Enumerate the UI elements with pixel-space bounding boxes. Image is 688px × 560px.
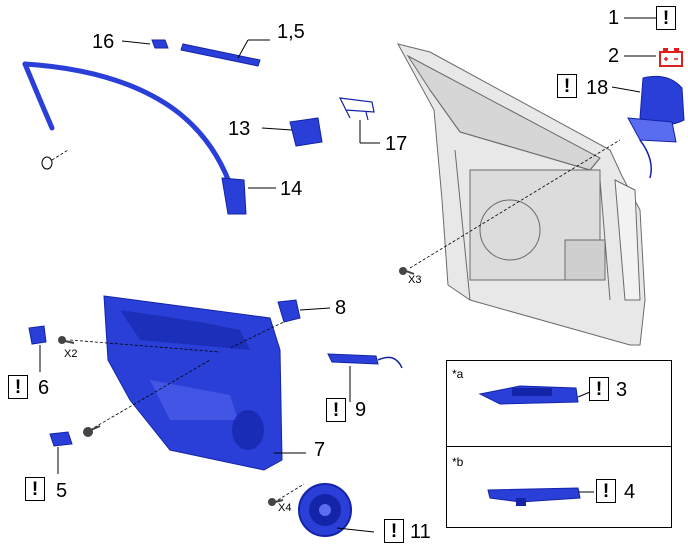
callout-6: 6 — [38, 377, 50, 399]
leader-speaker — [277, 483, 305, 501]
callout-13: 13 — [228, 118, 251, 140]
callout-leaders — [39, 17, 656, 533]
callout-8: 8 — [335, 297, 347, 319]
exclamation-box-icon: ! — [8, 375, 28, 399]
exclamation-box-icon: ! — [557, 74, 577, 98]
leader-door-screws — [409, 139, 621, 269]
callout-17: 17 — [385, 133, 408, 155]
power-window-switch-b — [487, 487, 581, 506]
callout-1: 1 — [608, 7, 620, 29]
callout-2: 2 — [608, 45, 620, 67]
callout-5: 5 — [56, 480, 68, 502]
callout-14: 14 — [280, 178, 303, 200]
bracket-13 — [289, 117, 323, 147]
outer-mirror — [627, 75, 685, 179]
exclamation-box-icon: ! — [384, 519, 404, 543]
trim-screw-lower — [83, 425, 101, 437]
handle-bezel-8 — [277, 299, 301, 323]
weatherstrip-end — [221, 177, 247, 215]
callout-4: 4 — [624, 481, 636, 503]
exclamation-box-icon: ! — [589, 377, 609, 401]
callout-18: 18 — [586, 77, 609, 99]
belt-moulding — [180, 43, 261, 67]
bracket-17 — [338, 97, 375, 121]
exclamation-box-icon: ! — [656, 6, 676, 30]
trim-leaders — [69, 317, 293, 431]
switch-bracket-9 — [327, 353, 403, 369]
variant-label-a: *a — [452, 367, 464, 381]
trim-screw-upper — [58, 336, 75, 344]
exclamation-box-icon: ! — [326, 398, 346, 422]
clip-16 — [151, 39, 169, 49]
qty-speaker-screws: X4 — [278, 502, 292, 514]
door-weatherstrip — [22, 61, 235, 193]
variant-inset-divider — [446, 446, 672, 447]
cover-6 — [28, 325, 47, 345]
cover-5 — [49, 431, 73, 447]
callout-11: 11 — [410, 521, 431, 543]
door-screw — [399, 267, 415, 275]
door-shell — [397, 43, 646, 346]
variant-inset-frame — [446, 360, 672, 528]
speaker — [298, 483, 352, 537]
power-window-switch-a — [478, 385, 579, 405]
door-trim-panel — [103, 295, 283, 471]
variant-label-b: *b — [452, 455, 464, 469]
callout-3: 3 — [616, 379, 628, 401]
speaker-screw — [268, 498, 284, 506]
qty-door-screws: X3 — [408, 274, 422, 286]
callout-9: 9 — [355, 399, 367, 421]
grommet — [41, 149, 69, 170]
exclamation-box-icon: ! — [596, 479, 616, 503]
callout-16: 16 — [92, 31, 115, 53]
callout-7: 7 — [314, 439, 326, 461]
battery-icon — [659, 48, 683, 67]
exclamation-box-icon: ! — [25, 477, 45, 501]
qty-trim-screws: X2 — [64, 348, 78, 360]
callout-1-5: 1,5 — [277, 21, 305, 43]
